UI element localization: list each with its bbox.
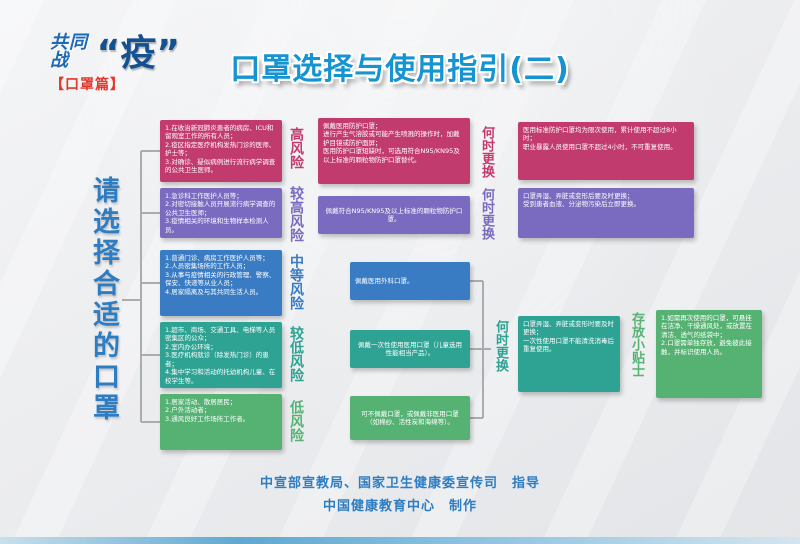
high-risk-who-box: 1.在收治新冠肺炎患者的病房、ICU和留观室工作的所有人员； 2.疫区指定医疗机… [160,120,282,182]
medium-risk-label: 中等风险 [288,254,304,310]
lower-risk-who-box: 1.超市、商场、交通工具、电梯等人员密集区的公众； 2.室内办公环境； 3.医疗… [160,322,282,388]
higher-risk-advice-box: 佩戴符合N95/KN95及以上标准的颗粒物防护口罩。 [318,196,470,234]
shared-when-box: 口罩弄湿、弄脏或变形时要及时更换； 一次性使用口罩不能清洗消毒后重复使用。 [518,316,620,392]
storage-tips-box: 1.如需再次使用的口罩，可悬挂在洁净、干燥通风处，或放置在清洁、透气的纸袋中； … [656,310,762,398]
lower-risk-label: 较低风险 [288,326,304,382]
medium-risk-who-box: 1.普通门诊、病房工作医护人员等； 2.人员密集场所的工作人员； 3.从事与疫情… [160,250,282,316]
higher-risk-when-label: 何时更换 [479,188,494,240]
low-risk-advice-box: 可不佩戴口罩，或佩戴非医用口罩（如棉纱、活性炭和海绵等）。 [350,396,470,440]
logo-wordmark: 共同战 “疫” [50,32,180,74]
credit-guidance-line: 中宣部宣教局、国家卫生健康委宣传司 指导 [259,476,540,491]
logo-prefix-text: 共同战 [50,32,88,71]
campaign-logo: 共同战 “疫” 【口罩篇】 [50,34,180,94]
storage-tips-label: 存放小贴士 [629,312,644,377]
left-guide-label: 请选择合适的口罩 [88,176,119,424]
medium-risk-advice-box: 佩戴医用外科口罩。 [350,262,470,300]
higher-risk-label: 较高风险 [288,186,304,242]
lower-risk-advice-box: 佩戴一次性使用医用口罩（儿童选用性能相当产品）。 [350,330,470,368]
credit-producer-line: 中国健康教育中心 制作 [322,499,477,514]
high-risk-label: 高风险 [288,127,304,169]
logo-yi-character: “疫” [96,32,180,74]
bottom-accent-bar [0,537,800,544]
shared-when-label: 何时更换 [493,320,508,372]
high-risk-when-label: 何时更换 [479,126,494,178]
higher-risk-who-box: 1.急诊科工作医护人员等； 2.对密切接触人员开展流行病学调查的公共卫生医师； … [160,188,282,238]
low-risk-label: 低风险 [288,400,304,442]
high-risk-advice-box: 佩戴医用防护口罩； 进行产生气溶胶或可能产生喷溅的操作时，加戴护目镜或防护面屏；… [318,118,470,184]
low-risk-who-box: 1.居家活动、散居居民； 2.户外活动者； 3.通风良好工作场所工作者。 [160,394,282,450]
high-risk-when-box: 医用标准防护口罩均为限次使用，累计使用不超过8小时； 职业暴露人员使用口罩不超过… [518,122,694,180]
logo-subtitle: 【口罩篇】 [50,77,125,93]
higher-risk-when-box: 口罩弄湿、弄脏或变形后要及时更换； 受到患者血液、分泌物污染后立即更换。 [518,188,694,238]
page-title: 口罩选择与使用指引(二) [230,52,570,87]
